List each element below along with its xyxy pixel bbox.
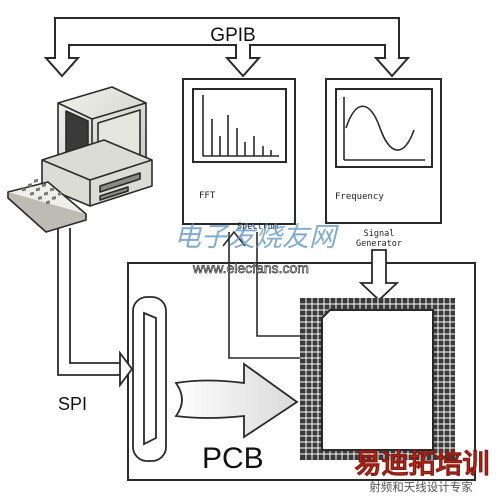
spectrum-probe-lines [222, 230, 314, 359]
frequency-label: Frequency [335, 192, 384, 202]
gpib-label: GPIB [210, 25, 255, 46]
site-watermark-url: www.elecfans.com [192, 260, 309, 276]
computer-icon [7, 86, 153, 233]
chip-icon [300, 298, 455, 460]
brand-logo-text: 易迪拓培训 [355, 449, 490, 479]
pcb-label: PCB [202, 442, 264, 475]
fft-spectrum-icon [202, 95, 279, 157]
generator-output-arrow [358, 249, 400, 302]
generator-screen [335, 88, 433, 168]
gpib-bus [43, 17, 411, 78]
site-watermark-cn: 电子发烧友网 [174, 222, 339, 253]
spi-connector [132, 296, 167, 462]
fft-label: FFT [199, 191, 216, 201]
spectrum-label: Spectrum [237, 222, 278, 232]
signal-label: Signal [364, 229, 395, 239]
spi-label: SPI [58, 394, 87, 414]
signal-generator [325, 78, 442, 224]
data-flow-arrow [174, 362, 299, 439]
spectrum-screen [192, 88, 287, 163]
sine-wave-icon [343, 97, 425, 161]
brand-tagline: 射频和天线设计专家 [369, 480, 473, 494]
spectrum-analyzer [182, 78, 296, 225]
spi-link [57, 228, 134, 388]
generator-label: Generator [356, 239, 402, 249]
